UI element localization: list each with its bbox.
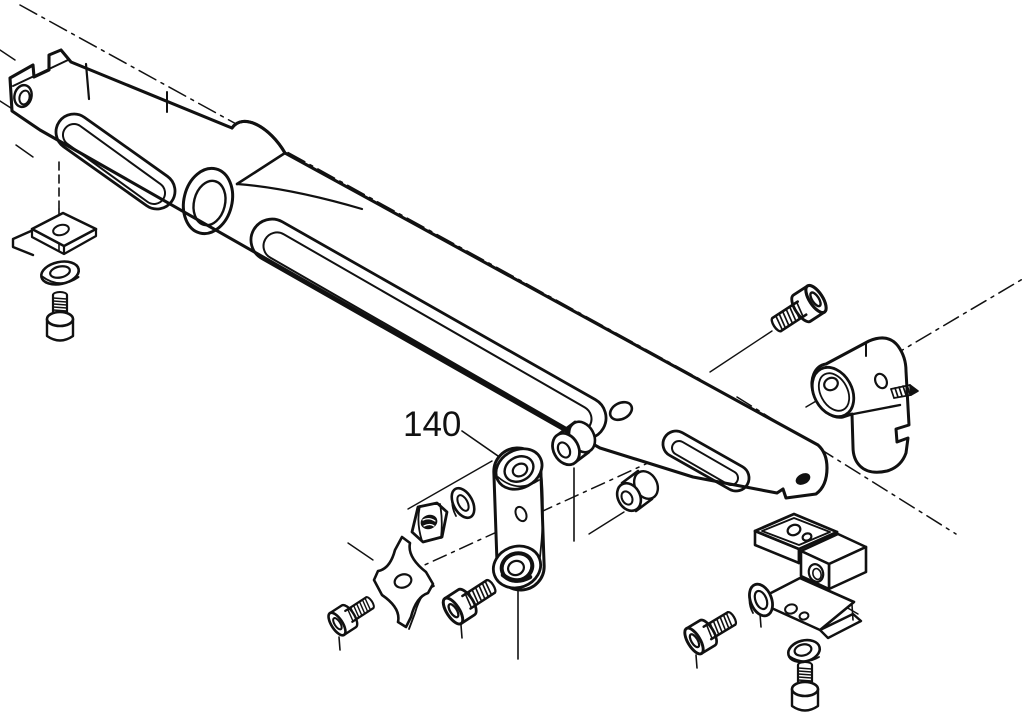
pivot-link <box>491 446 546 592</box>
socket-screw-top-right <box>764 280 832 341</box>
adapter-plate-assembly <box>324 535 503 651</box>
bushing1-face <box>551 431 581 467</box>
nut-thread-glints <box>422 518 436 527</box>
link-bearing-hole <box>507 559 525 577</box>
washer-small-inner <box>456 494 470 512</box>
socket-screw-bracket <box>679 603 743 659</box>
arm-slot-1-inner <box>61 123 167 205</box>
bushing1-hole <box>556 441 572 459</box>
diagram-root: 140 <box>0 4 1027 712</box>
arm-pivot-hole-inner <box>192 179 227 227</box>
clip-tab <box>11 229 35 257</box>
grommet-washer <box>748 582 774 618</box>
washer-left-thickness <box>40 275 80 285</box>
clip-hole <box>52 223 70 237</box>
socket-screw-2-tick <box>460 624 463 639</box>
arm-slot-3-inner <box>671 440 739 486</box>
callout-140: 140 <box>403 405 512 466</box>
clip-thickness <box>30 227 98 256</box>
socket-screw-1 <box>324 589 381 640</box>
link-assembly <box>407 420 660 660</box>
arm-slot-2 <box>249 217 608 441</box>
nut-facets <box>417 503 443 542</box>
mounting-bracket-assembly <box>679 512 868 712</box>
clamp-front-hole <box>873 372 889 390</box>
arm-end-face-line <box>12 59 69 87</box>
socket-screw-bracket-tick <box>695 654 698 669</box>
screw-top-right-axis <box>709 330 773 373</box>
washer-bottom-inner <box>793 643 813 657</box>
set-screw-threads <box>890 384 911 399</box>
arm-pivot-hole <box>181 166 235 236</box>
plate-leader-line <box>347 542 374 561</box>
bushing2-pointer-line <box>588 511 625 535</box>
washer-small-outer <box>450 486 476 520</box>
arm-boss-base <box>235 182 364 211</box>
grommet-outer <box>748 582 774 618</box>
link-boss-top-flange <box>497 476 540 488</box>
socket-screw-1-tick <box>338 636 341 651</box>
arm-small-hole <box>608 400 634 422</box>
bracket-keyhole-small <box>798 611 810 621</box>
bushing2-face <box>615 481 643 513</box>
nut-axis-line <box>407 460 493 510</box>
set-screw <box>890 384 919 399</box>
link-mid-hole <box>514 505 528 523</box>
block1-keyhole-big <box>786 523 802 537</box>
set-screw-outline <box>890 384 912 399</box>
arm-clip-plate <box>11 211 98 257</box>
clamp-bore-face <box>810 365 856 419</box>
washer-bottom <box>786 638 822 664</box>
plate-outline <box>372 535 435 629</box>
block1-top-face <box>753 512 839 551</box>
arm-end-hole <box>13 83 33 109</box>
axis-stub-3 <box>15 144 34 158</box>
bracket-plate-tick <box>851 604 854 621</box>
arm-end-hole-inner <box>18 89 31 106</box>
screw-left <box>45 290 75 342</box>
arm-boss-hump <box>230 120 287 155</box>
clamp-bore-hole <box>823 376 839 392</box>
clamp-bore-rim <box>817 372 851 412</box>
socket-screw-2 <box>438 570 503 629</box>
clamp-body-line <box>841 403 902 418</box>
washer-left-inner <box>49 265 71 279</box>
link-boss-top-hub <box>503 455 535 483</box>
main-arm <box>8 48 829 500</box>
spacer-bushing-2 <box>615 469 660 513</box>
grommet-inner <box>753 589 769 611</box>
left-fastener-column <box>11 161 98 342</box>
bracket-keyhole-big <box>784 603 798 615</box>
keyhole-bracket-plate <box>765 576 863 640</box>
link-bearing-shadow <box>500 572 533 583</box>
arm-slot-3 <box>661 429 751 493</box>
washer-small <box>450 486 476 520</box>
screw-bottom <box>790 660 820 712</box>
block1-top-rim <box>761 517 831 546</box>
bracket-plate-flange <box>818 612 863 640</box>
hex-nut <box>410 501 449 544</box>
bushing2-hole <box>620 490 634 506</box>
arm-boss-edge <box>235 151 287 186</box>
arm-end-edge-line <box>84 62 91 101</box>
cylinder-clamp-assembly <box>709 280 919 474</box>
block1-keyhole-small <box>801 532 813 542</box>
arm-slot-1 <box>54 112 177 211</box>
block2-hole <box>807 563 825 583</box>
cylinder-clamp <box>810 336 911 474</box>
washer-left <box>39 260 81 286</box>
grommet-tick <box>759 613 762 628</box>
plate-hole <box>393 573 413 589</box>
arm-tip-hole <box>795 473 811 485</box>
block2-hole-inner <box>812 567 822 581</box>
callout-label: 140 <box>403 405 461 444</box>
scalloped-adapter-plate <box>372 535 435 630</box>
link-boss-top-hole <box>511 462 529 478</box>
spacer-bushing-1 <box>551 420 597 467</box>
set-screw-tip <box>909 384 919 396</box>
clamp-block <box>753 512 868 591</box>
axis-stub-1 <box>0 49 16 61</box>
